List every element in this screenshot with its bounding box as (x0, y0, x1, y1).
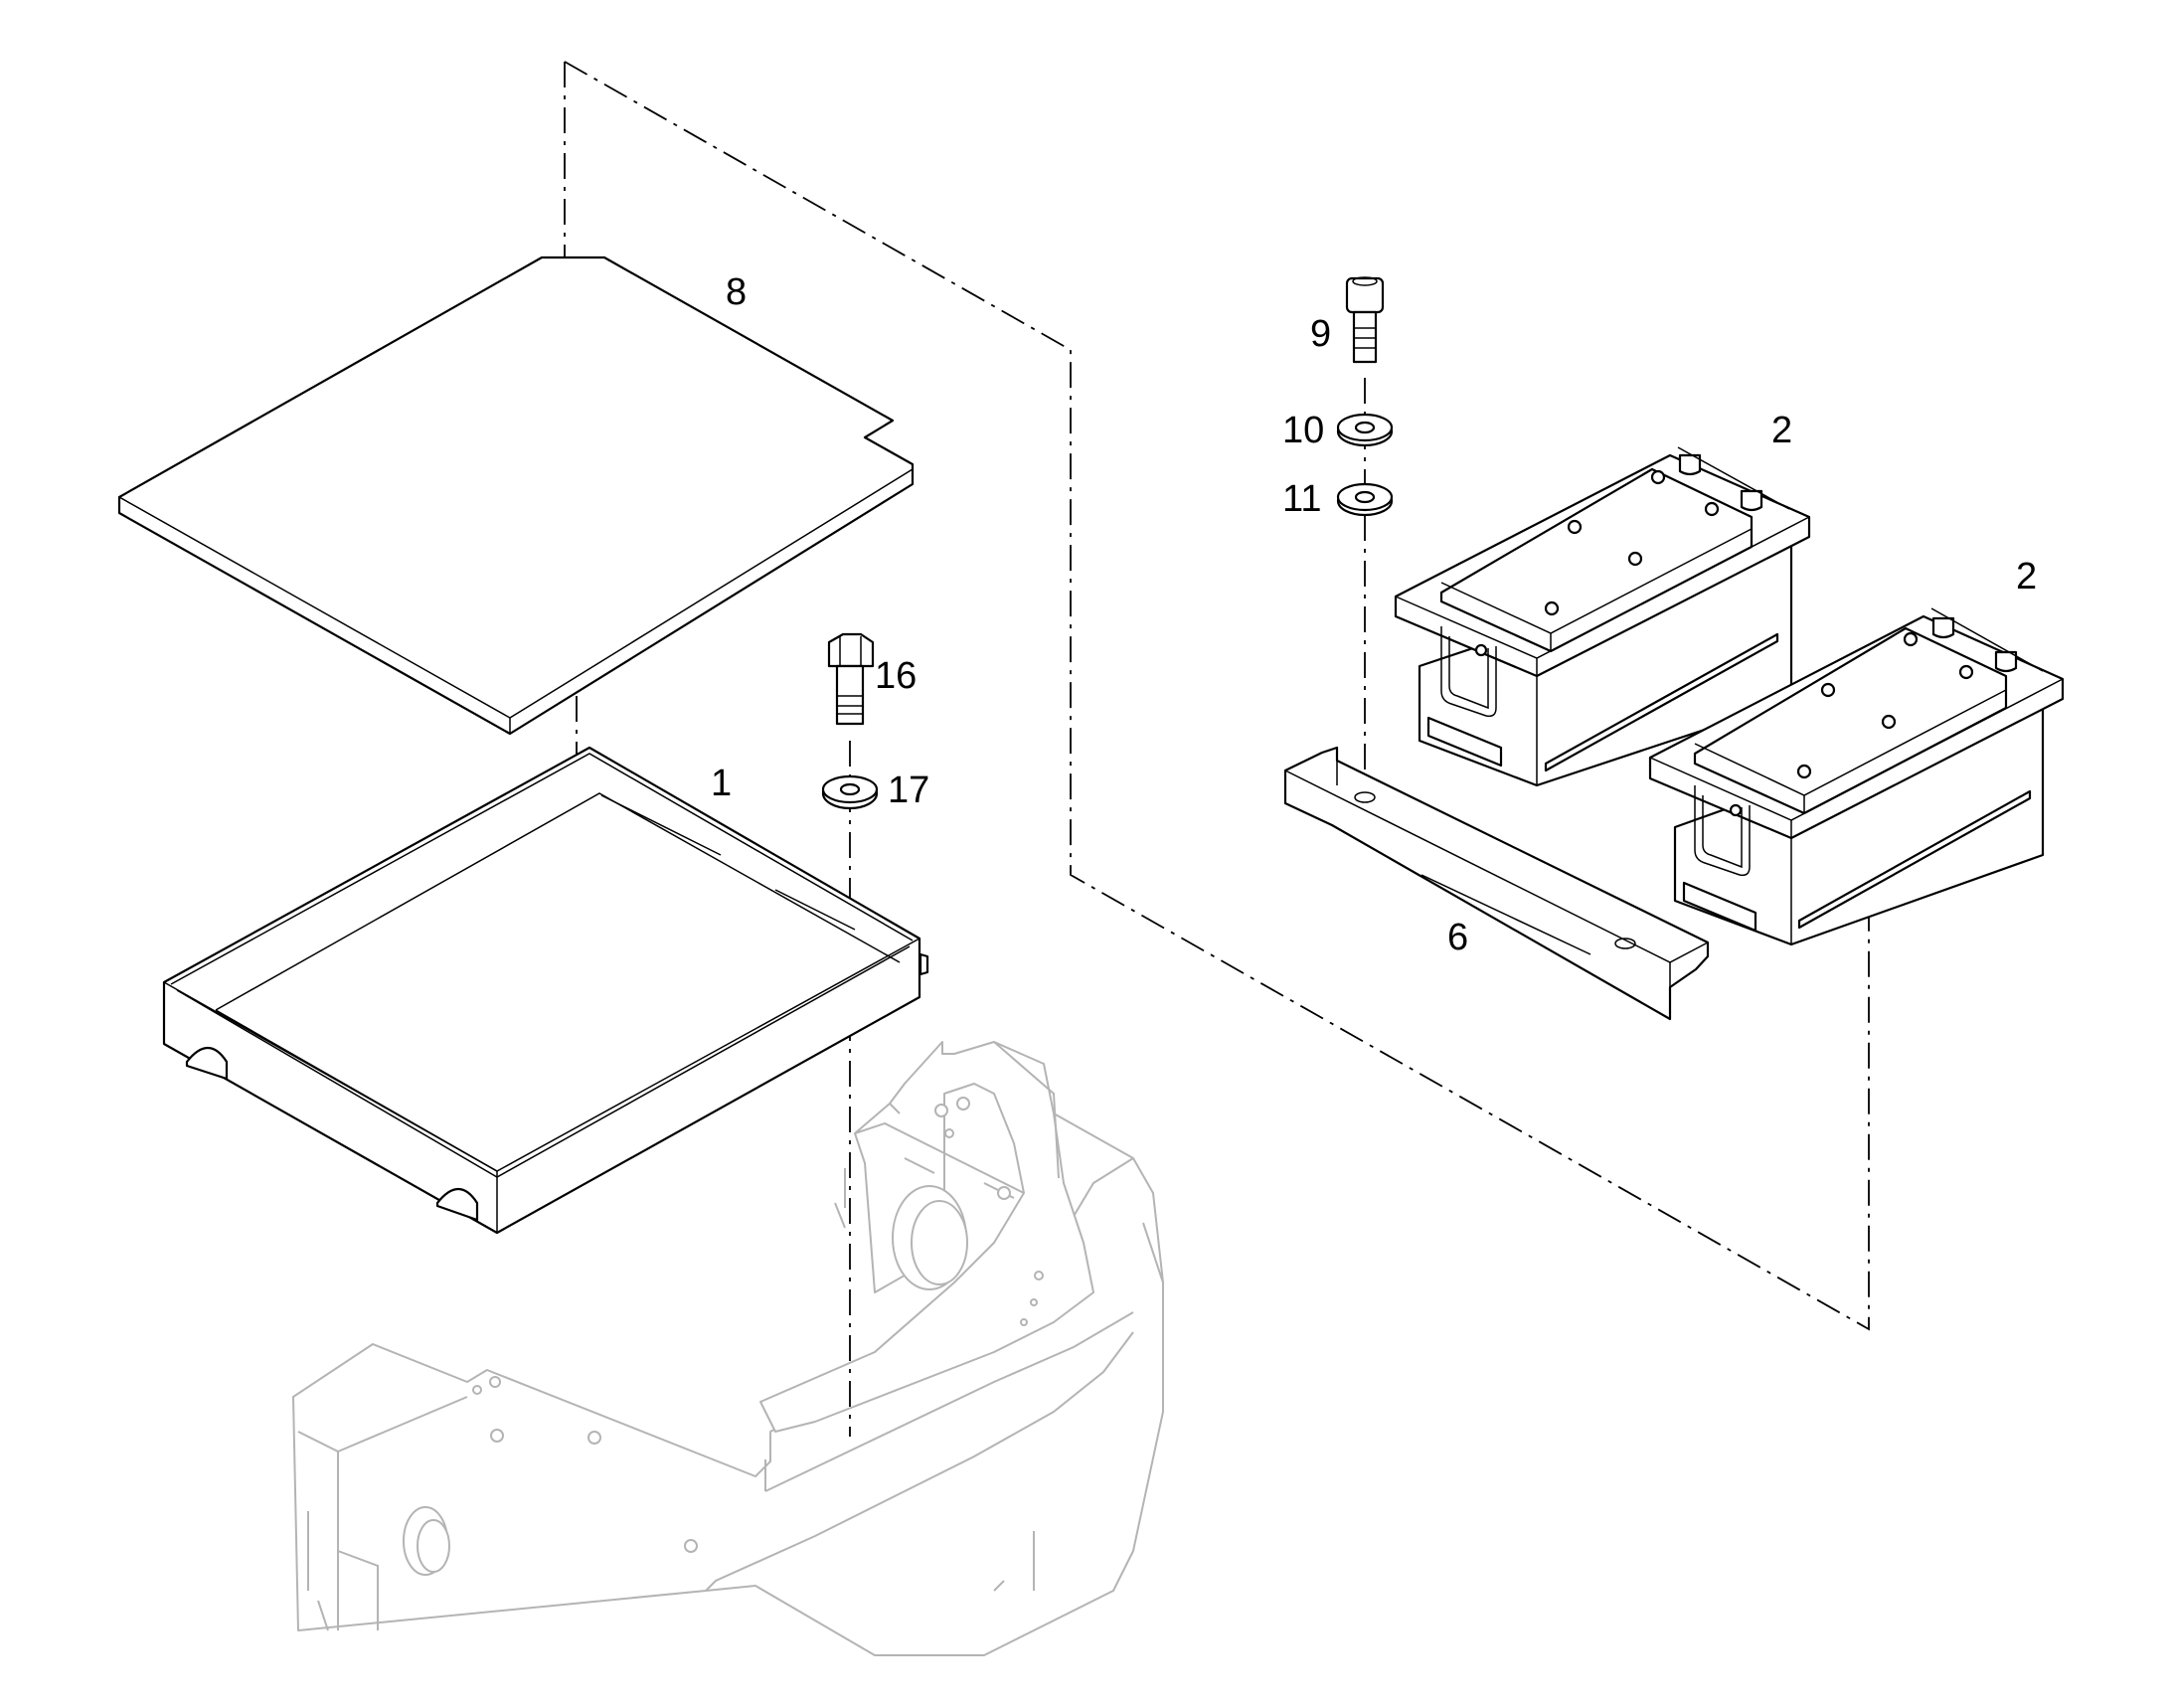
callout-labels: 8 1 16 17 9 10 11 2 2 6 (711, 271, 2037, 958)
part-1-battery-tray (162, 746, 929, 1235)
callout-2-rear: 2 (1771, 410, 1792, 451)
part-16-hex-bolt (827, 632, 875, 726)
callout-16: 16 (875, 655, 917, 697)
part-9-cap-screw (1345, 276, 1385, 364)
part-6-hold-down-bracket (1283, 746, 1710, 1021)
part-17-washer (821, 774, 879, 810)
callout-9: 9 (1310, 313, 1331, 355)
part-2-battery-front (1648, 607, 2065, 946)
callout-8: 8 (726, 271, 747, 313)
callout-2-front: 2 (2016, 556, 2037, 598)
chassis-frame-ghost (292, 1041, 1164, 1656)
callout-10: 10 (1282, 410, 1324, 451)
callout-1: 1 (711, 763, 732, 804)
part-2-battery-rear (1394, 446, 1811, 787)
part-8-cover-plate (117, 256, 915, 736)
part-10-lock-washer (1336, 413, 1394, 447)
callout-6: 6 (1447, 917, 1468, 958)
callout-17: 17 (888, 769, 929, 811)
callout-11: 11 (1282, 478, 1321, 520)
part-11-flat-washer (1336, 482, 1394, 517)
